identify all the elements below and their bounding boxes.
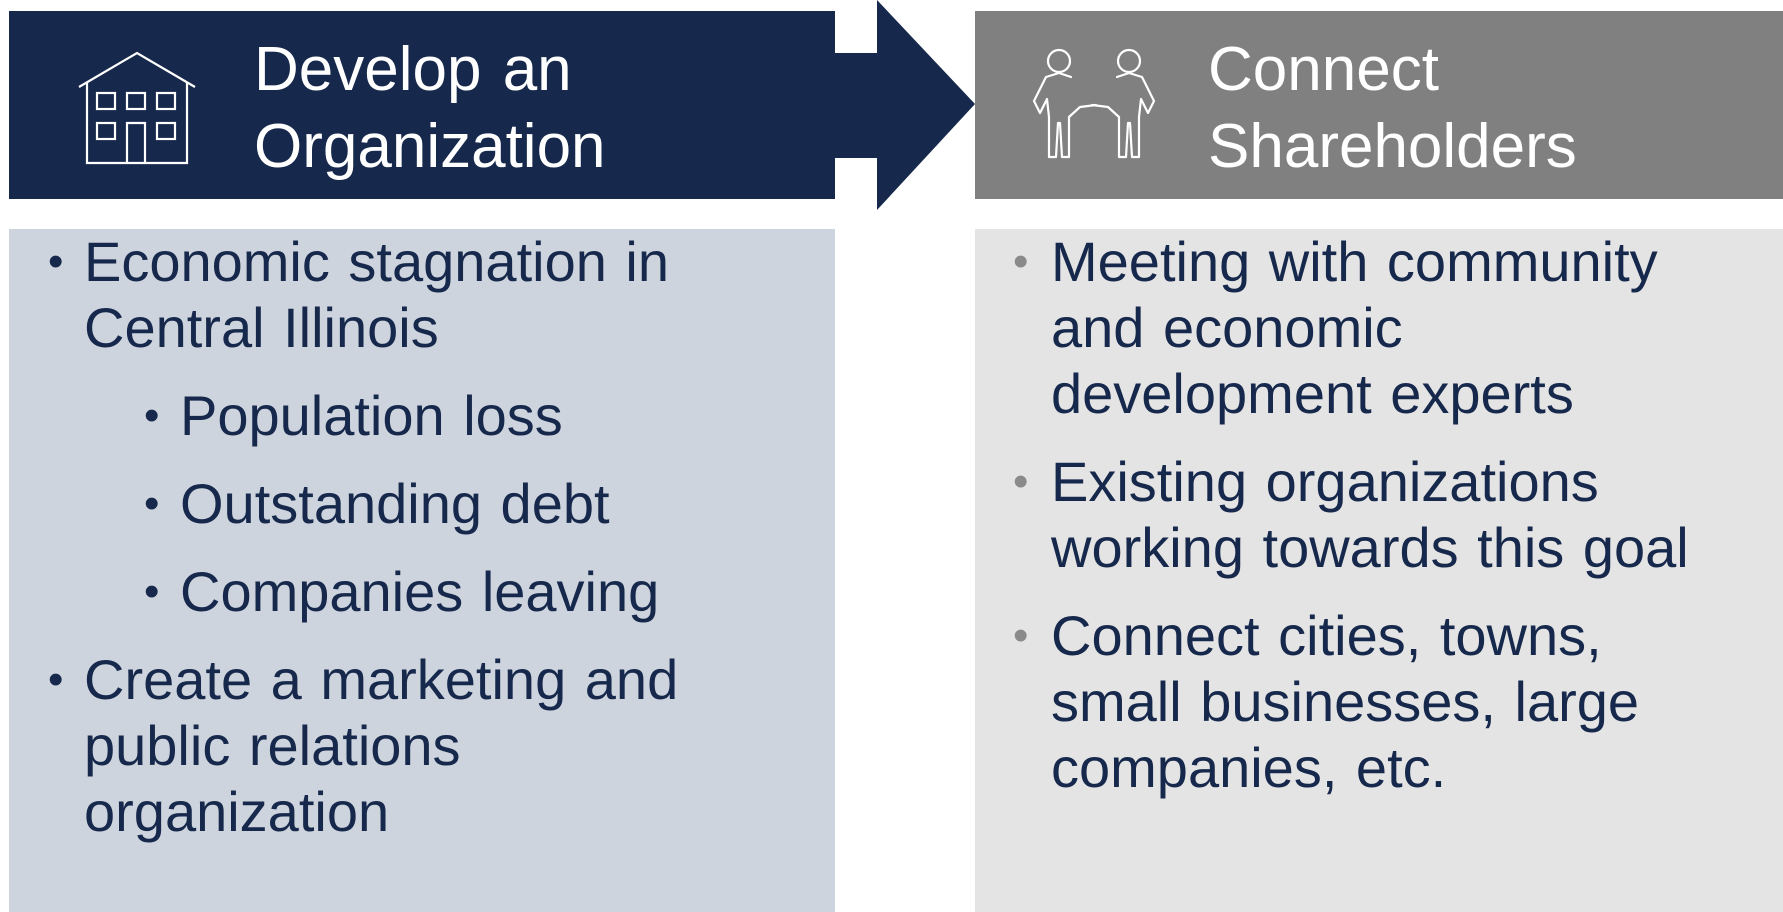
bullet-existing-organizations: Existing organizations working towards t… <box>1051 449 1689 581</box>
step-connect-shareholders-header: Connect Shareholders <box>975 11 1783 199</box>
bullet-line: Create a marketing and <box>84 648 679 711</box>
handshake-people-icon <box>1030 47 1160 178</box>
bullet-line: Connect cities, towns, <box>1051 604 1602 667</box>
bullet-dot: • <box>1013 457 1029 506</box>
bullet-dot: • <box>144 391 160 440</box>
bullet-dot: • <box>48 237 64 286</box>
bullet-dot: • <box>144 567 160 616</box>
bullet-connect-cities: Connect cities, towns, small businesses,… <box>1051 603 1639 801</box>
title-line: Develop an <box>254 35 572 104</box>
bullet-line: Companies leaving <box>180 560 660 623</box>
bullet-economic-stagnation: Economic stagnation in Central Illinois <box>84 229 669 361</box>
step-develop-organization-title: Develop an Organization <box>254 31 606 185</box>
bullet-line: Population loss <box>180 384 563 447</box>
bullet-line: Central Illinois <box>84 296 439 359</box>
develop-organization-details: • Economic stagnation in Central Illinoi… <box>9 229 835 912</box>
bullet-line: companies, etc. <box>1051 736 1447 799</box>
bullet-line: development experts <box>1051 362 1574 425</box>
step-connect-shareholders-title: Connect Shareholders <box>1208 31 1577 185</box>
bullet-line: and economic <box>1051 296 1403 359</box>
bullet-population-loss: Population loss <box>180 383 563 449</box>
bullet-meeting-experts: Meeting with community and economic deve… <box>1051 229 1658 427</box>
bullet-line: small businesses, large <box>1051 670 1640 733</box>
bullet-companies-leaving: Companies leaving <box>180 559 659 625</box>
connect-shareholders-details: • Meeting with community and economic de… <box>975 229 1783 912</box>
title-line: Shareholders <box>1208 112 1577 181</box>
bullet-line: Economic stagnation in <box>84 230 670 293</box>
building-icon <box>77 49 197 174</box>
bullet-outstanding-debt: Outstanding debt <box>180 471 610 537</box>
bullet-dot: • <box>1013 611 1029 660</box>
step-develop-organization-header: Develop an Organization <box>9 11 835 199</box>
bullet-line: public relations <box>84 714 461 777</box>
bullet-line: Outstanding debt <box>180 472 610 535</box>
bullet-line: working towards this goal <box>1051 516 1689 579</box>
bullet-dot: • <box>48 655 64 704</box>
bullet-line: Meeting with community <box>1051 230 1658 293</box>
bullet-line: Existing organizations <box>1051 450 1599 513</box>
title-line: Organization <box>254 112 606 181</box>
arrow-connector <box>834 0 975 210</box>
bullet-dot: • <box>1013 237 1029 286</box>
bullet-create-marketing: Create a marketing and public relations … <box>84 647 678 845</box>
title-line: Connect <box>1208 35 1439 104</box>
bullet-line: organization <box>84 780 390 843</box>
bullet-dot: • <box>144 479 160 528</box>
